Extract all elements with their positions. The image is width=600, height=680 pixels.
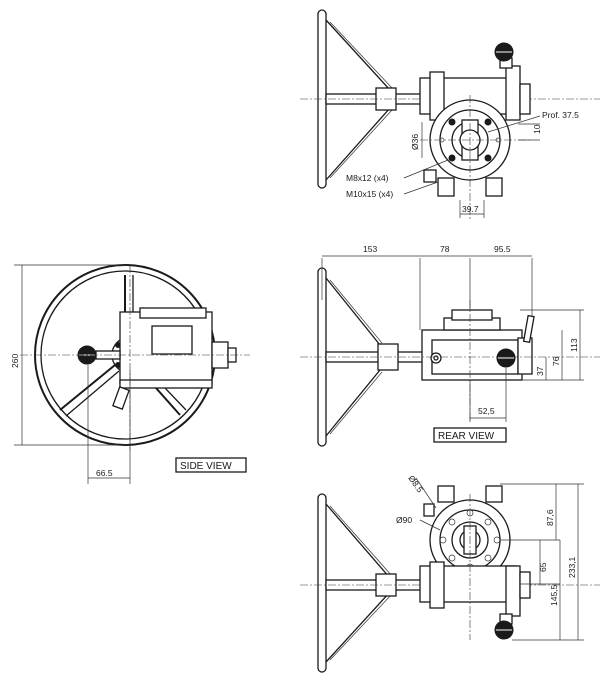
dia-36-label: Ø36 (410, 134, 420, 150)
prof-label: Prof. 37.5 (542, 110, 579, 120)
side-view: 260 66.5 SIDE VIEW (10, 264, 250, 484)
dim-78-label: 78 (440, 244, 450, 254)
side-view-title: SIDE VIEW (180, 461, 232, 472)
dim-66-5-label: 66.5 (96, 468, 113, 478)
dim-39-7-label: 39.7 (462, 204, 479, 214)
bolt-m10-label: M10x15 (x4) (346, 189, 393, 199)
dim-65-label: 65 (538, 562, 548, 572)
rear-view-title: REAR VIEW (438, 431, 495, 442)
dim-52-5-label: 52,5 (478, 406, 495, 416)
dim-95-5-label: 95.5 (494, 244, 511, 254)
dim-233-1-label: 233,1 (567, 556, 577, 578)
dim-145-5-label: 145,5 (549, 584, 559, 606)
dim-76-label: 76 (551, 356, 561, 366)
bolt-m8-label: M8x12 (x4) (346, 173, 389, 183)
dim-260-label: 260 (10, 354, 20, 368)
dim-37-label: 37 (535, 366, 545, 376)
rear-view: 153 78 95.5 113 76 37 52,5 REAR VIEW (300, 244, 600, 447)
bottom-view: Ø8.5 Ø90 87,6 65 145,5 233,1 (300, 473, 600, 673)
dim-10-label: 10 (532, 124, 542, 134)
rear-view-title-box (433, 427, 507, 443)
dia-8-5-label: Ø8.5 (406, 473, 425, 494)
handwheel-rim-bottom (317, 493, 327, 673)
dim-153-label: 153 (363, 244, 377, 254)
side-view-title-box (175, 457, 247, 473)
dim-113-label: 113 (569, 338, 579, 352)
top-view: 39.7 Prof. 37.5 10 Ø36 M8x12 (x4) M10x15… (300, 9, 600, 220)
dim-87-6-label: 87,6 (545, 509, 555, 526)
dia-90-label: Ø90 (396, 515, 412, 525)
